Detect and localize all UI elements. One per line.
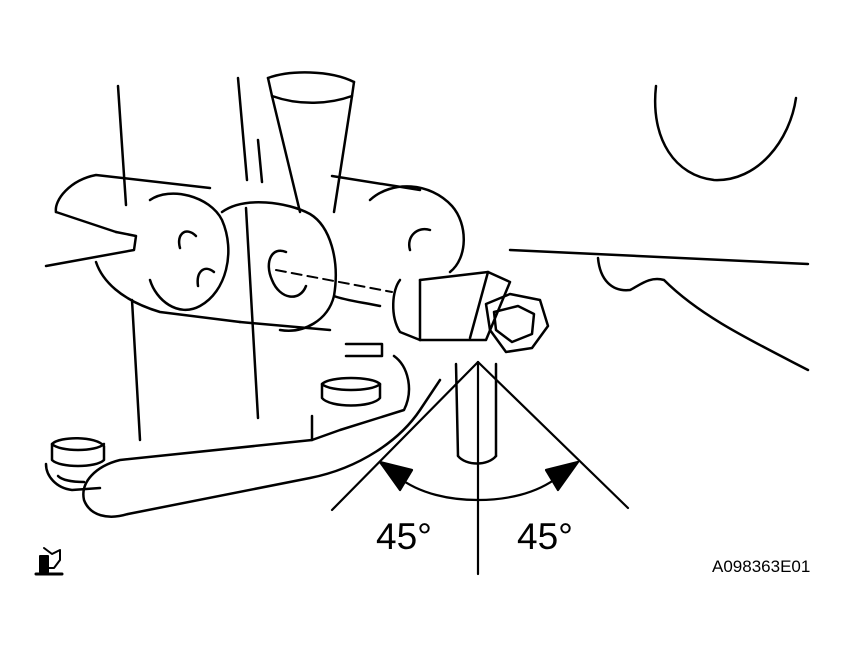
left-angle-label: 45°	[376, 516, 432, 557]
right-arrowhead	[544, 460, 580, 492]
left-angle-line	[330, 360, 480, 512]
hex-fitting	[392, 270, 550, 354]
angle-arc	[396, 475, 560, 502]
upper-rod	[266, 71, 356, 214]
right-angle-line	[476, 360, 630, 510]
housing-arc	[653, 84, 798, 182]
lower-bracket	[44, 342, 442, 518]
grease-applicator-icon	[34, 547, 64, 576]
angle-indicator	[330, 360, 630, 576]
right-housing	[508, 248, 810, 372]
figure-code: A098363E01	[712, 557, 811, 576]
right-angle-label: 45°	[517, 516, 573, 557]
left-arrowhead	[378, 460, 414, 492]
cam-lobes	[148, 185, 465, 332]
alignment-dashed-line	[275, 269, 393, 293]
housing-lines	[116, 76, 264, 442]
lever-arm	[44, 173, 422, 332]
